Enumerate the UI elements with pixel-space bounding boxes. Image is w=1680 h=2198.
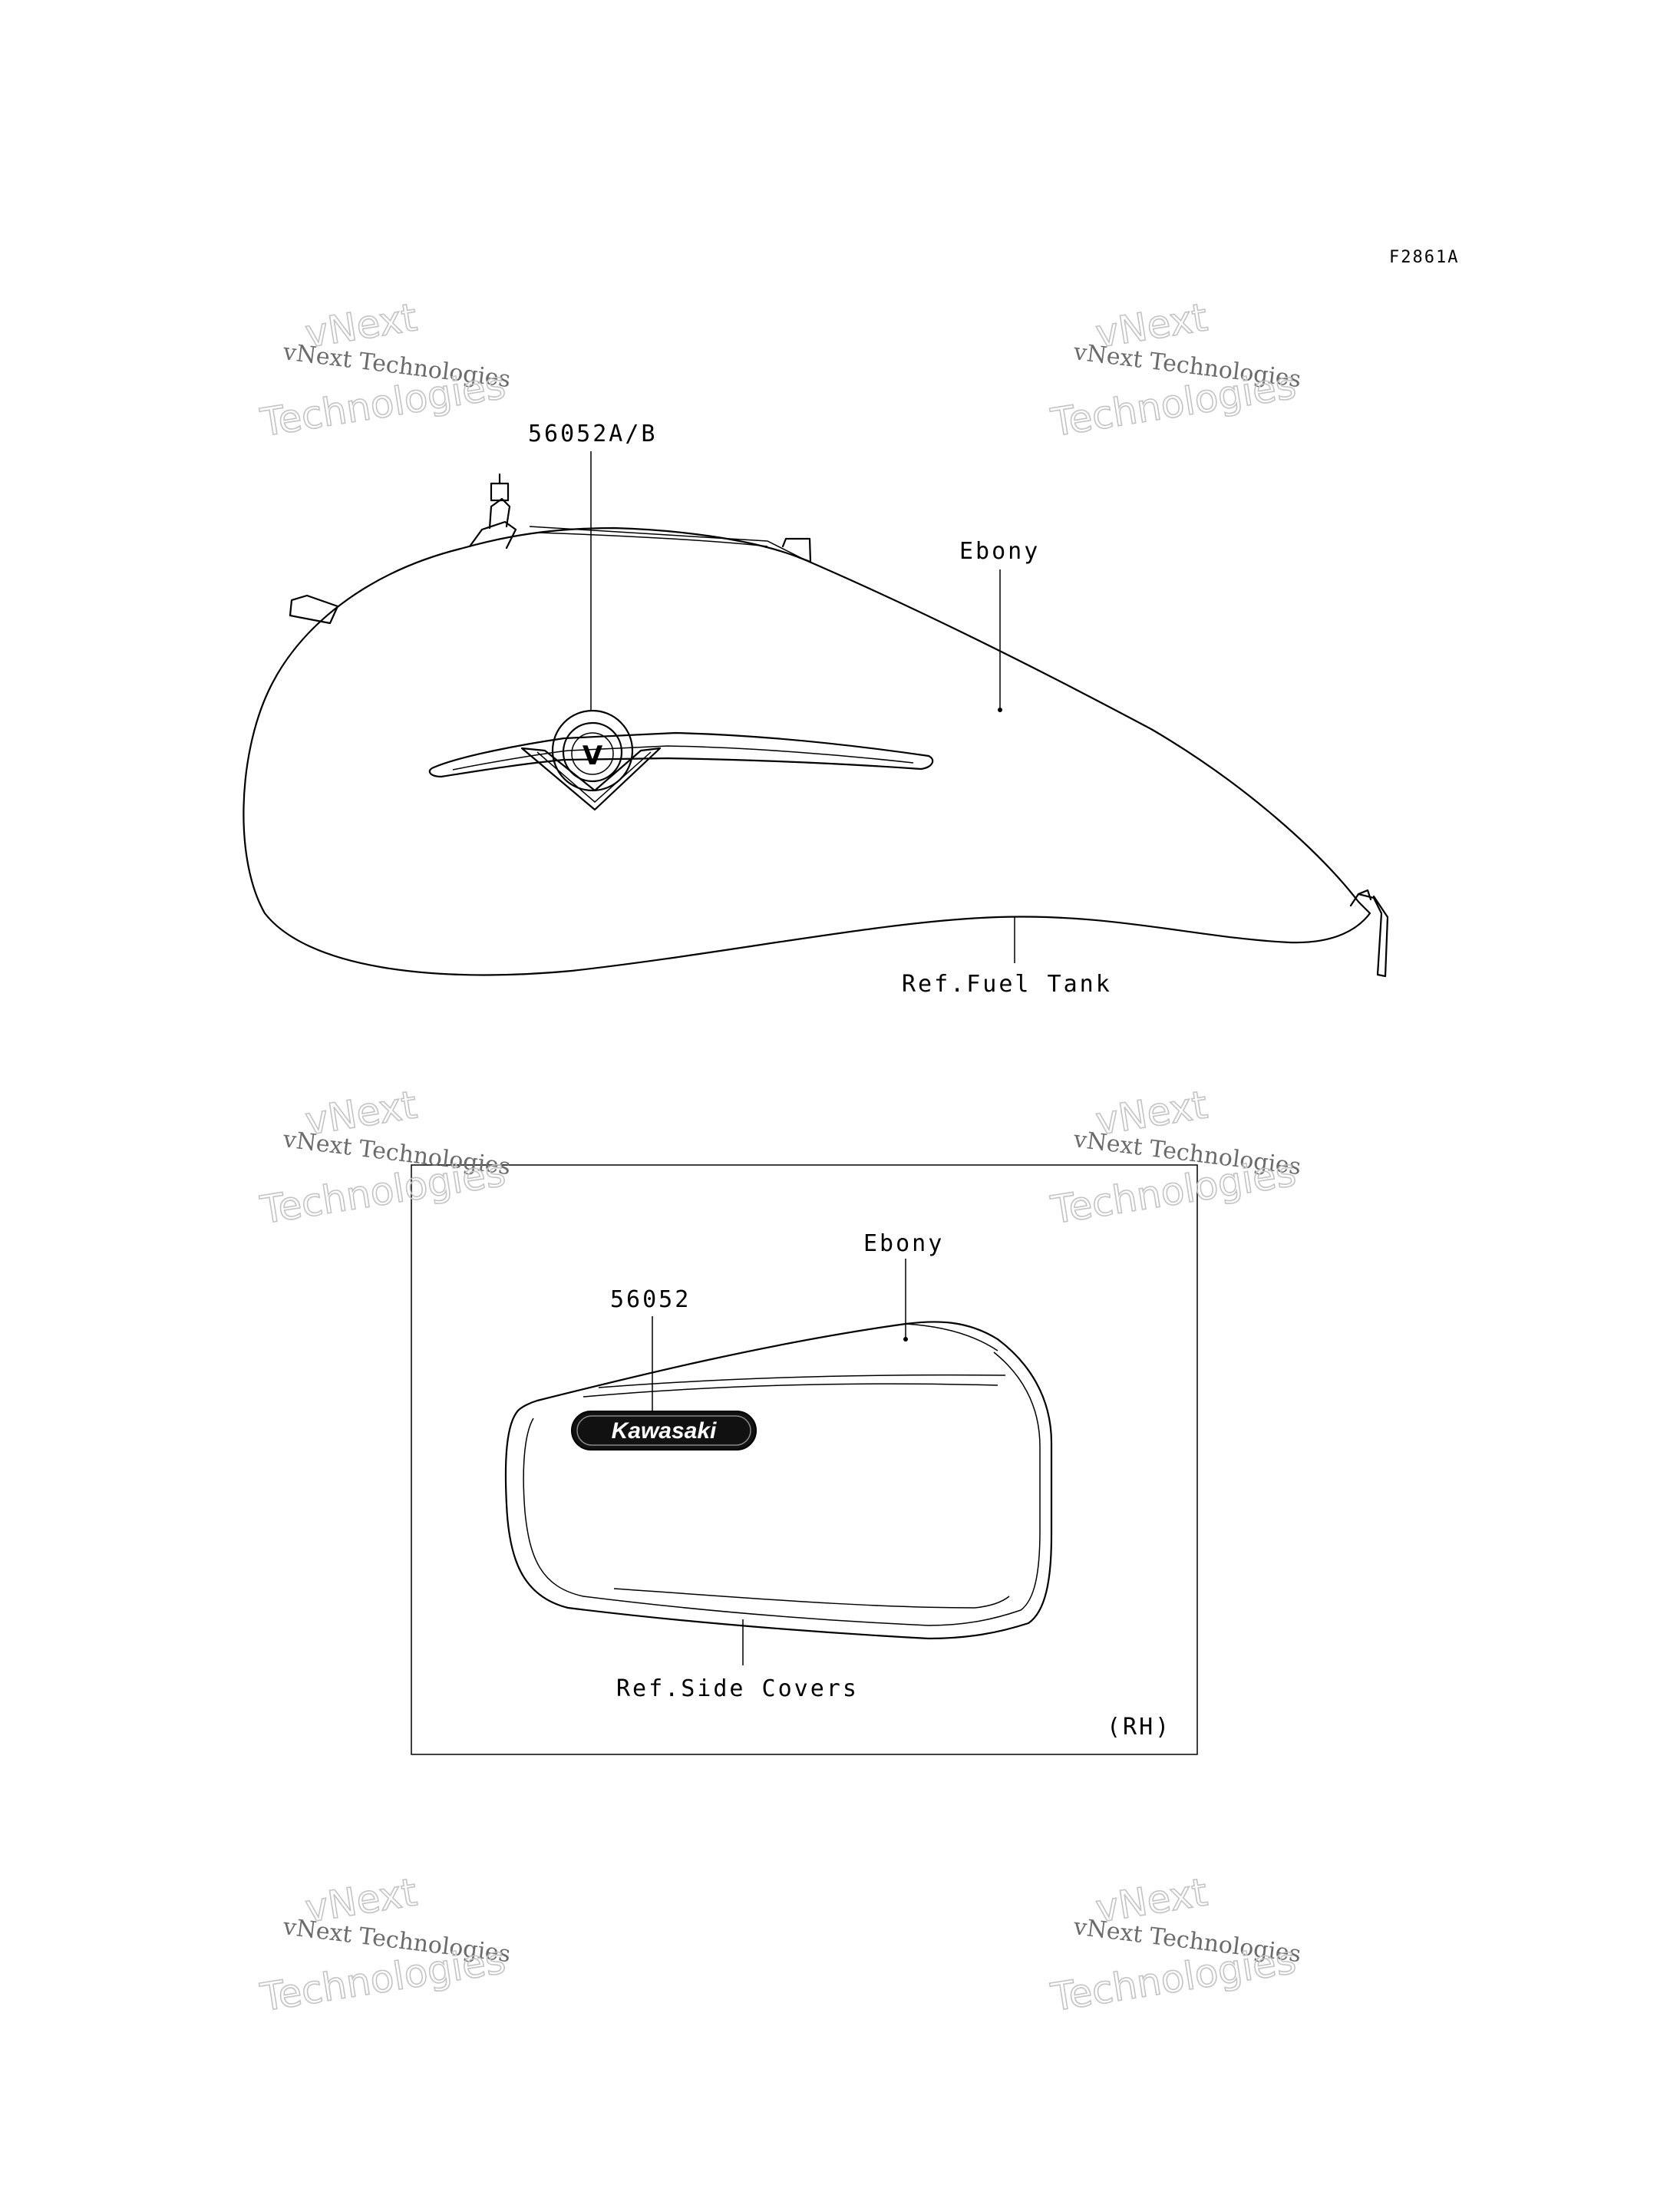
fuel-tank-outline — [243, 526, 1371, 976]
side-cover-inner — [523, 1351, 1041, 1626]
side-cover-outline — [504, 1321, 1053, 1640]
v-emblem-decal: V — [428, 709, 934, 811]
emblem-bar-outer — [428, 731, 934, 778]
leader-tank-color-dot — [998, 708, 1002, 712]
watermark-5: vNext Technologies vNext Technologies — [256, 1870, 512, 2021]
kawasaki-decal: Kawasaki — [571, 1411, 757, 1450]
label-cover-part: 56052 — [610, 1286, 691, 1313]
emblem-chevron — [520, 747, 662, 811]
tank-top-seam — [529, 526, 807, 561]
svg-text:vNext: vNext — [302, 1870, 420, 1931]
side-cover-drawing: Kawasaki — [504, 1259, 1053, 1665]
tank-top-seam-inner — [536, 532, 768, 547]
svg-text:vNext: vNext — [302, 295, 420, 356]
emblem-badge-outer — [551, 709, 634, 792]
leader-cover-color-dot — [903, 1337, 908, 1342]
kawasaki-logo-text: Kawasaki — [612, 1418, 717, 1444]
side-cover-top-rib2 — [583, 1383, 998, 1398]
emblem-letter: V — [583, 741, 603, 771]
label-tank-color: Ebony — [959, 538, 1040, 565]
tank-rear-mount — [1349, 889, 1389, 978]
label-cover-ref: Ref.Side Covers — [616, 1675, 859, 1702]
tank-front-tab — [289, 594, 339, 625]
side-cover-bottom-rib — [613, 1588, 1010, 1609]
watermark-2: vNext Technologies vNext Technologies — [1047, 295, 1302, 446]
label-tank-part: 56052A/B — [528, 421, 658, 447]
fuel-tank-drawing: V — [243, 451, 1389, 978]
emblem-badge-inner — [571, 732, 614, 775]
watermark-3: vNext Technologies vNext Technologies — [256, 1082, 512, 1233]
label-cover-color: Ebony — [863, 1230, 944, 1257]
label-tank-ref: Ref.Fuel Tank — [902, 971, 1112, 998]
svg-text:vNext: vNext — [302, 1082, 420, 1144]
label-cover-side: (RH) — [1107, 1714, 1171, 1741]
watermark-6: vNext Technologies vNext Technologies — [1047, 1870, 1302, 2021]
svg-text:vNext: vNext — [1093, 295, 1210, 356]
tank-filler-bracket — [468, 473, 517, 550]
figure-code: F2861A — [1389, 248, 1459, 267]
watermark-4: vNext Technologies vNext Technologies — [1047, 1082, 1302, 1233]
svg-text:vNext: vNext — [1093, 1082, 1210, 1144]
side-cover-top-edge — [905, 1323, 998, 1351]
emblem-badge-mid — [562, 721, 623, 783]
svg-text:vNext: vNext — [1093, 1870, 1210, 1931]
emblem-bar-inner — [452, 745, 914, 771]
side-cover-top-rib — [598, 1374, 1006, 1388]
watermark-1: vNext Technologies vNext Technologies — [256, 295, 512, 446]
tank-rear-top-tab — [781, 537, 812, 563]
side-cover-frame — [411, 1164, 1198, 1755]
